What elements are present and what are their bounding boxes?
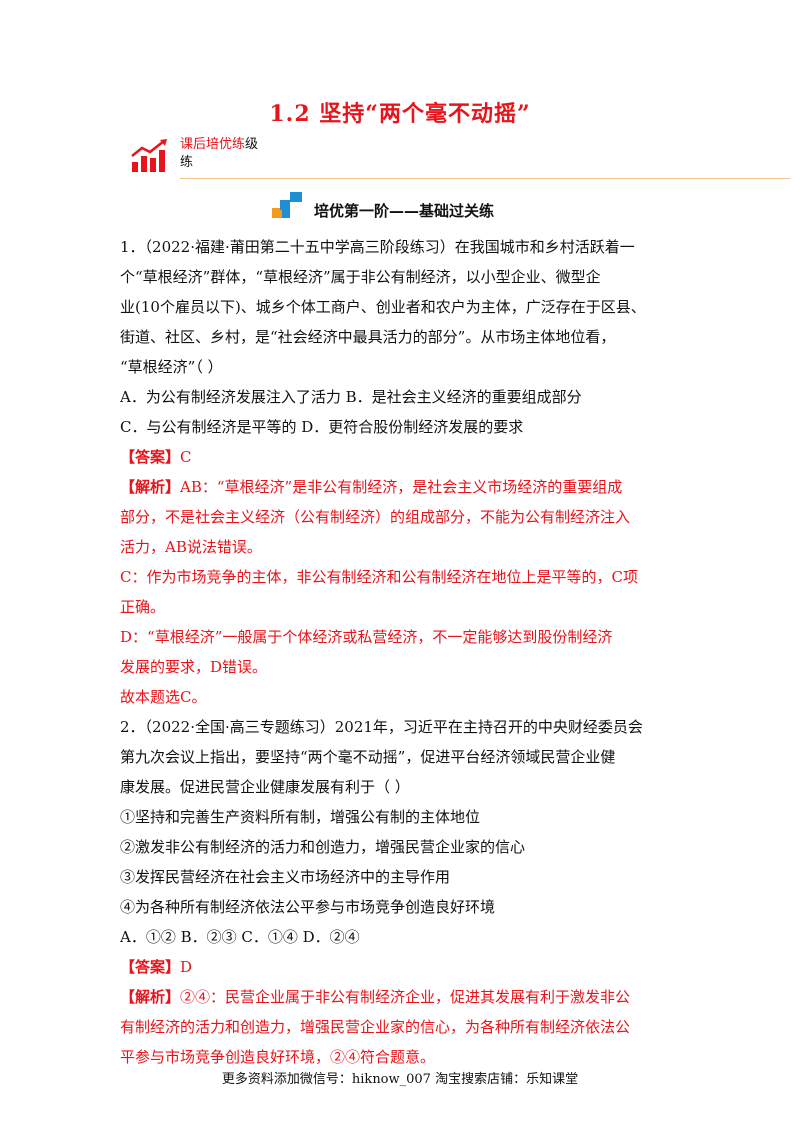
q2-analysis-line: 平参与市场竞争创造良好环境，②④符合题意。 — [120, 1048, 436, 1066]
badge-line1-red: 课后培优练 — [180, 137, 246, 152]
badge-line2: 练 — [180, 155, 194, 170]
badge-line1-black: 级 — [245, 137, 259, 152]
stairs-icon — [272, 192, 302, 218]
q1-line: 个“草根经济”群体，“草根经济”属于非公有制经济，以小型企业、微型企 — [120, 268, 601, 286]
q1-options-cd: C．与公有制经济是平等的 D．更符合股份制经济发展的要求 — [120, 418, 524, 436]
divider — [180, 178, 790, 179]
questions: 1．（2022·福建·莆田第二十五中学高三阶段练习）在我国城市和乡村活跃着一 个… — [120, 232, 680, 1072]
q2-line: 康发展。促进民营企业健康发展有利于（ ） — [120, 778, 410, 796]
q2-item: ③发挥民营经济在社会主义市场经济中的主导作用 — [120, 868, 451, 886]
q1-analysis-line: 发展的要求，D错误。 — [120, 658, 268, 676]
q2-analysis-line: 有制经济的活力和创造力，增强民营企业家的信心，为各种所有制经济依法公 — [120, 1018, 631, 1036]
q1-line: 街道、社区、乡村，是“社会经济中最具活力的部分”。从市场主体地位看， — [120, 328, 616, 346]
q1-analysis-line: 【解析】AB：“草根经济”是非公有制经济，是社会主义市场经济的重要组成 — [120, 478, 623, 496]
q2-line: 2．（2022·全国·高三专题练习）2021年，习近平在主持召开的中央财经委员会 — [120, 718, 643, 736]
q1-analysis-line: 正确。 — [120, 598, 166, 616]
page-title: 1.2 坚持“两个毫不动摇” — [269, 101, 531, 127]
q1-line: 业(10个雇员以下)、城乡个体工商户、创业者和农户为主体，广泛存在于区县、 — [120, 298, 646, 316]
q1-analysis-line: D：“草根经济”一般属于个体经济或私营经济，不一定能够达到股份制经济 — [120, 628, 613, 646]
q2-item: ②激发非公有制经济的活力和创造力，增强民营企业家的信心 — [120, 838, 526, 856]
growth-chart-icon — [131, 139, 167, 172]
section-heading: 培优第一阶——基础过关练 — [270, 192, 570, 226]
q1-analysis-line: 故本题选C。 — [120, 688, 207, 706]
q1-analysis-line: C：作为市场竞争的主体，非公有制经济和公有制经济在地位上是平等的，C项 — [120, 568, 638, 586]
q1-analysis-line: 活力，AB说法错误。 — [120, 538, 262, 556]
q1-answer: 【答案】C — [120, 448, 192, 466]
q1-line: 1．（2022·福建·莆田第二十五中学高三阶段练习）在我国城市和乡村活跃着一 — [120, 238, 635, 256]
page-footer: 更多资料添加微信号：hiknow_007 淘宝搜索店铺：乐知课堂 — [221, 1072, 579, 1087]
q1-options-ab: A．为公有制经济发展注入了活力 B．是社会主义经济的重要组成部分 — [120, 388, 582, 406]
q2-line: 第九次会议上指出，要坚持“两个毫不动摇”，促进平台经济领域民营企业健 — [120, 748, 616, 766]
q2-options: A．①② B．②③ C．①④ D．②④ — [120, 928, 360, 946]
q2-answer: 【答案】D — [120, 958, 193, 976]
q2-item: ①坚持和完善生产资料所有制，增强公有制的主体地位 — [120, 808, 481, 826]
course-badge: 课后培优练级 练 — [130, 136, 790, 180]
q2-item: ④为各种所有制经济依法公平参与市场竞争创造良好环境 — [120, 898, 496, 916]
q1-analysis-line: 部分，不是社会主义经济（公有制经济）的组成部分，不能为公有制经济注入 — [120, 508, 631, 526]
q1-line: “草根经济”（ ） — [120, 358, 223, 376]
q2-analysis-line: 【解析】②④：民营企业属于非公有制经济企业，促进其发展有利于激发非公 — [120, 988, 631, 1006]
section-label: 培优第一阶——基础过关练 — [314, 202, 495, 220]
